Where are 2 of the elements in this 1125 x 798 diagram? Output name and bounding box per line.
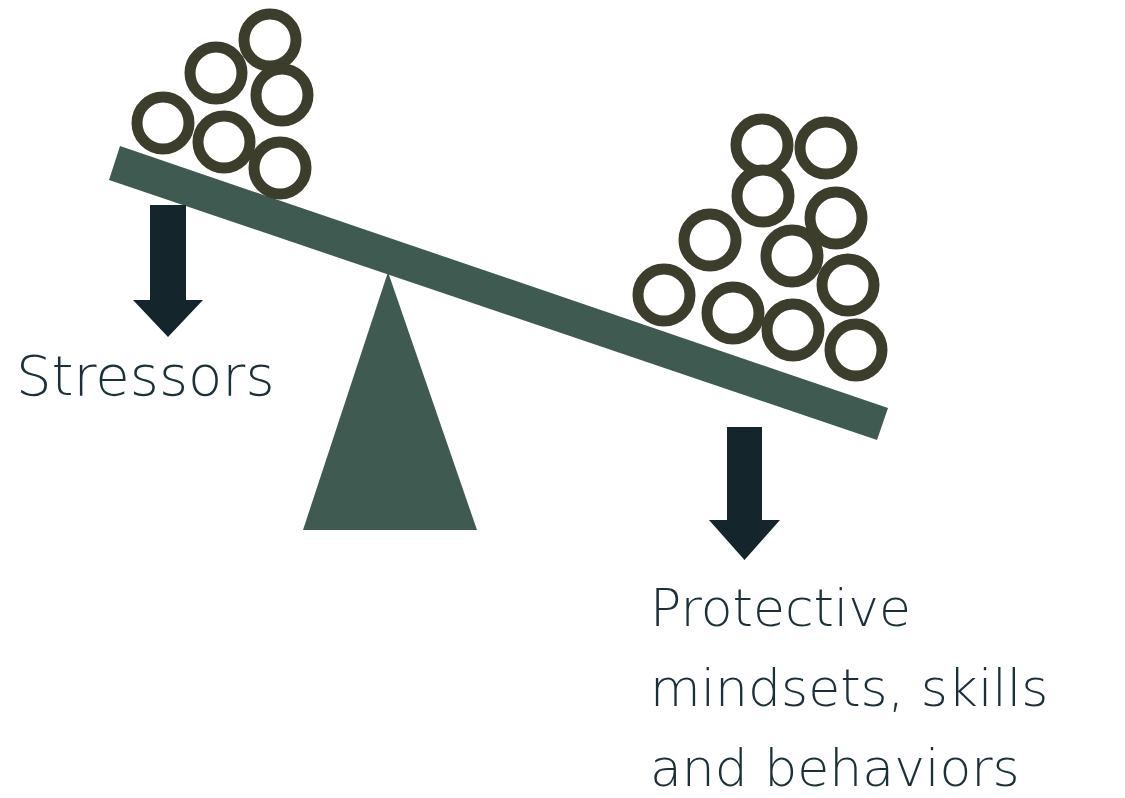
caption-text: Protective mindsets, skills and behaviors [650, 577, 1050, 798]
caption-text: Stressors [16, 342, 276, 410]
